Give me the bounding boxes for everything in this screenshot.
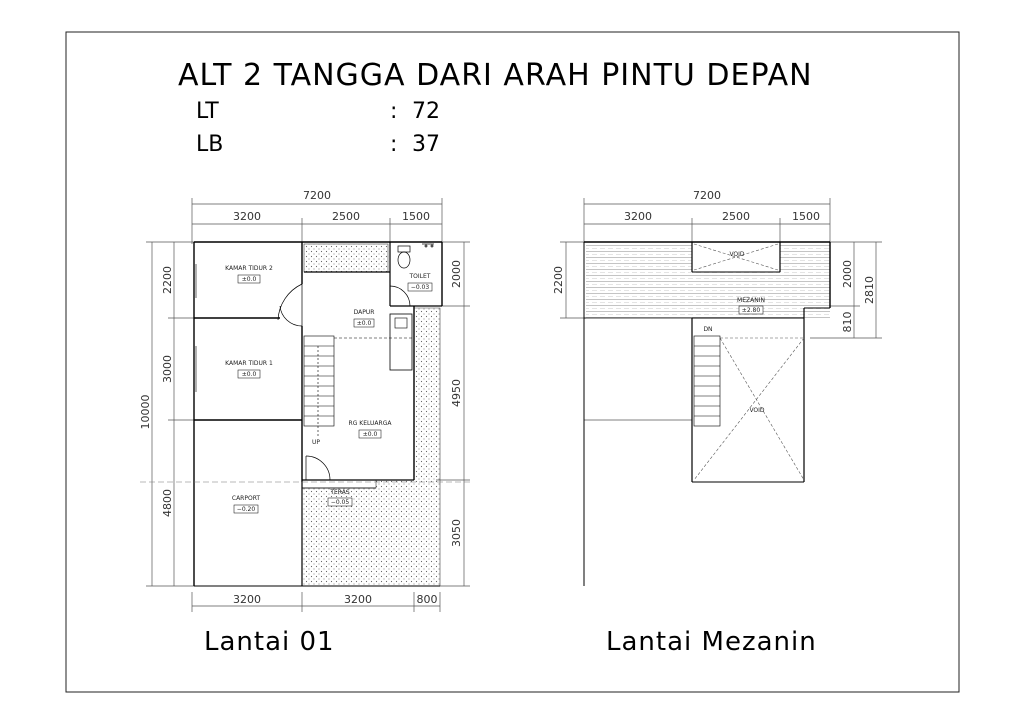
mezanin-stair-label: DN [703,326,712,333]
mezanin-dim-right-b: 810 [841,312,854,333]
level-carport: −0.20 [237,506,256,513]
mezanin-dim-right-a: 2000 [841,260,854,288]
info-sep-lt: : [390,99,397,124]
mezanin-dim-right-c: 2810 [863,276,876,304]
floor1-doors [277,283,411,481]
level-box-teras [327,497,353,507]
drawing-title: ALT 2 TANGGA DARI ARAH PINTU DEPAN [178,58,813,93]
floor1-garden-side [301,307,441,587]
floor1-garden-top [303,243,389,273]
floor1-dim-left-a: 2200 [161,266,174,294]
info-value-lt: 72 [412,99,440,124]
room-label-mezanin: MEZANIN [737,297,765,304]
floor1-dim-left-c: 4800 [161,489,174,517]
mezanin-floor-left [586,244,692,318]
floor1-dim-right [436,241,470,587]
mezanin-dim-left [560,241,586,319]
mezanin-dim-top-b: 2500 [722,210,750,223]
level-box-carport [233,504,259,514]
floor1-walls [193,241,443,587]
floor1-dim-top-total: 7200 [303,189,331,202]
floor1-dim-bottom-b: 3200 [344,593,372,606]
floor1-plan: 7200 3200 2500 1500 10000 2200 3000 4800… [139,189,472,657]
floor1-dim-right-c: 3050 [450,519,463,547]
mezanin-stairs [693,335,721,427]
level-mezanin: ±2.80 [742,307,761,314]
level-rg-keluarga: ±0.0 [363,431,378,438]
mezanin-dim-top-c: 1500 [792,210,820,223]
floor1-caption: Lantai 01 [204,627,335,657]
room-label-toilet: TOILET [409,273,431,280]
level-box-rg-keluarga [358,429,382,439]
floor1-dim-right-a: 2000 [450,260,463,288]
floor1-dim-left-total: 10000 [139,395,152,430]
floor1-dim-top-b: 2500 [332,210,360,223]
info-value-lb: 37 [412,132,440,157]
room-label-dapur: DAPUR [354,309,375,316]
mezanin-dim-top-a: 3200 [624,210,652,223]
floor1-dim-bottom-c: 800 [417,593,438,606]
level-box-kamar-tidur-2 [237,274,261,284]
mezanin-plan: 7200 3200 2500 1500 2200 2000 810 2810 [552,189,882,657]
level-box-toilet [407,282,433,292]
level-toilet: −0.03 [411,284,430,291]
level-box-dapur [353,318,375,328]
toilet-fixture-icon [397,243,434,269]
info-key-lt: LT [196,99,219,124]
level-dapur: ±0.0 [357,320,372,327]
mezanin-walls [583,241,831,586]
level-teras: −0.05 [331,499,350,506]
floor1-dim-top-c: 1500 [402,210,430,223]
info-key-lb: LB [196,132,223,157]
mezanin-dim-top-total: 7200 [693,189,721,202]
info-sep-lb: : [390,132,397,157]
mezanin-dim-left-a: 2200 [552,266,565,294]
mezanin-dim-top [583,198,831,244]
mezanin-caption: Lantai Mezanin [606,627,817,657]
level-box-mezanin [738,305,764,315]
mezanin-void-small-label: VOID [729,251,744,258]
level-kamar-tidur-2: ±0.0 [242,276,257,283]
floor1-dim-bottom-a: 3200 [233,593,261,606]
room-label-rg-keluarga: RG KELUARGA [349,420,393,427]
mezanin-floor-right [780,244,830,272]
room-label-carport: CARPORT [232,495,261,502]
mezanin-dim-right [810,241,882,339]
floor1-stairs [303,335,412,436]
floor1-dim-left [146,241,196,587]
floor1-stair-label: UP [312,439,320,446]
sheet-frame [65,31,960,693]
floor1-dim-bottom [191,592,441,612]
floor1-dim-right-b: 4950 [450,379,463,407]
mezanin-void-big [693,337,805,481]
floor1-dim-top-a: 3200 [233,210,261,223]
mezanin-void-big-label: VOID [749,407,764,414]
room-label-kamar-tidur-2: KAMAR TIDUR 2 [225,265,273,272]
level-box-kamar-tidur-1 [237,369,261,379]
floor1-dim-left-b: 3000 [161,355,174,383]
level-kamar-tidur-1: ±0.0 [242,371,257,378]
floor1-dim-top [191,198,443,244]
room-label-teras: TERAS [329,489,349,496]
room-label-kamar-tidur-1: KAMAR TIDUR 1 [225,360,273,367]
